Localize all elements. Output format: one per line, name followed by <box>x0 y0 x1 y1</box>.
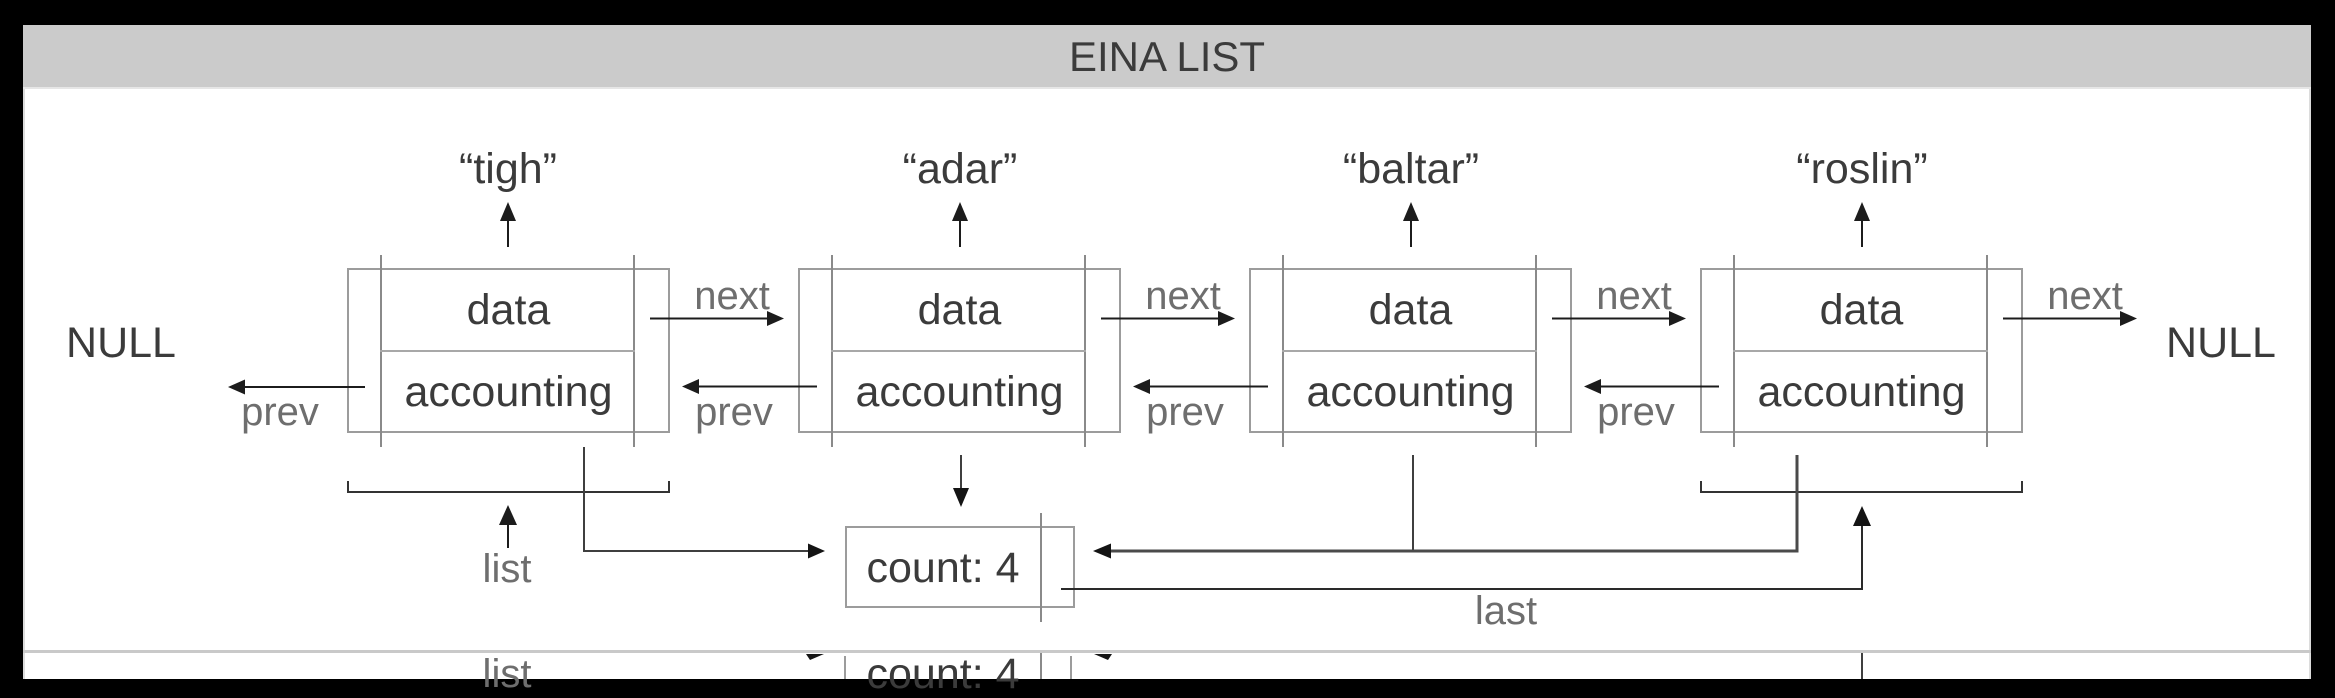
prev-label-3: prev <box>1597 390 1675 434</box>
arrowhead-up-node3 <box>1403 202 1419 221</box>
list-node-2: data accounting <box>798 255 1121 447</box>
arrowhead-up-node1 <box>500 202 516 221</box>
next-label-2: next <box>1145 274 1221 318</box>
node-row-divider <box>1282 350 1537 352</box>
prev-arrowhead-2 <box>1133 379 1150 394</box>
diagram-title: EINA LIST <box>1068 33 1266 80</box>
node-accounting-cell: accounting <box>404 367 613 416</box>
partial-bottom-diagram-lines <box>806 653 1863 679</box>
next-arrowhead-1 <box>767 311 784 326</box>
node-row-divider <box>380 350 635 352</box>
null-right-label: NULL <box>2166 319 2276 367</box>
next-arrowhead-3 <box>1669 311 1686 326</box>
last-pointer-label: last <box>1474 589 1538 633</box>
next-arrows <box>650 311 2137 326</box>
list-node-4: data accounting <box>1700 255 2023 447</box>
node-1-string-label: “tigh” <box>459 145 557 193</box>
diagram-separator-line <box>23 650 2311 653</box>
bottom-right-arrowhead-sliver <box>1094 654 1112 660</box>
next-label-3: next <box>1596 274 1672 318</box>
arrowhead-up-node2 <box>952 202 968 221</box>
last-pointer-route <box>1061 526 1863 590</box>
node-data-cell: data <box>1368 286 1453 334</box>
node-row-divider <box>831 350 1086 352</box>
document-page <box>23 25 2311 679</box>
node-3-string-label: “baltar” <box>1342 145 1480 193</box>
list-node-1: data accounting <box>347 255 670 447</box>
node-accounting-cell: accounting <box>1306 367 1515 416</box>
prev-arrowhead-0 <box>228 379 245 395</box>
next-label-4: next <box>2047 274 2123 318</box>
node4-accounting-route <box>1111 455 1799 553</box>
node1-accounting-route <box>583 447 808 552</box>
list-pointer-label: list <box>482 547 532 591</box>
next-arrowhead-4 <box>2120 311 2137 326</box>
diagram-title-bar <box>23 25 2311 89</box>
bottom-list-pointer-label: list <box>482 652 532 696</box>
next-label-1: next <box>694 274 770 318</box>
connector-lines-layer <box>228 202 2137 679</box>
node-accounting-cell: accounting <box>1757 367 1966 416</box>
count-value: count: 4 <box>866 544 1020 592</box>
node-to-string-arrows <box>500 202 1870 247</box>
prev-arrowhead-1 <box>682 379 699 394</box>
bottom-count-value: count: 4 <box>866 650 1020 698</box>
next-arrowhead-2 <box>1218 311 1235 326</box>
node-data-cell: data <box>466 286 551 334</box>
list-arrowhead-up <box>499 505 517 525</box>
prev-arrows <box>228 379 1719 395</box>
node-4-string-label: “roslin” <box>1796 145 1928 193</box>
last-node-bracket <box>1700 481 2023 493</box>
arrowhead-up-node4 <box>1854 202 1870 221</box>
first-node-bracket <box>347 481 670 493</box>
null-left-label: NULL <box>66 319 176 367</box>
node-2-string-label: “adar” <box>902 145 1018 193</box>
node-data-cell: data <box>917 286 1002 334</box>
prev-arrowhead-3 <box>1584 379 1601 394</box>
node-accounting-cell: accounting <box>855 367 1064 416</box>
node-data-cell: data <box>1819 286 1904 334</box>
prev-label-0: prev <box>241 390 319 434</box>
node-row-divider <box>1733 350 1988 352</box>
list-node-3: data accounting <box>1249 255 1572 447</box>
count-left-arrowhead <box>808 543 825 559</box>
count-right-arrowhead <box>1093 543 1111 559</box>
prev-label-2: prev <box>1146 390 1224 434</box>
bottom-left-arrowhead-sliver <box>806 654 824 660</box>
accounting-count-box <box>845 526 1075 608</box>
count-top-arrowhead <box>953 488 969 507</box>
last-arrowhead-up <box>1853 506 1871 526</box>
screenshot-root: { "title": "EINA LIST", "diagram": { "nu… <box>23 25 2311 696</box>
prev-label-1: prev <box>695 390 773 434</box>
